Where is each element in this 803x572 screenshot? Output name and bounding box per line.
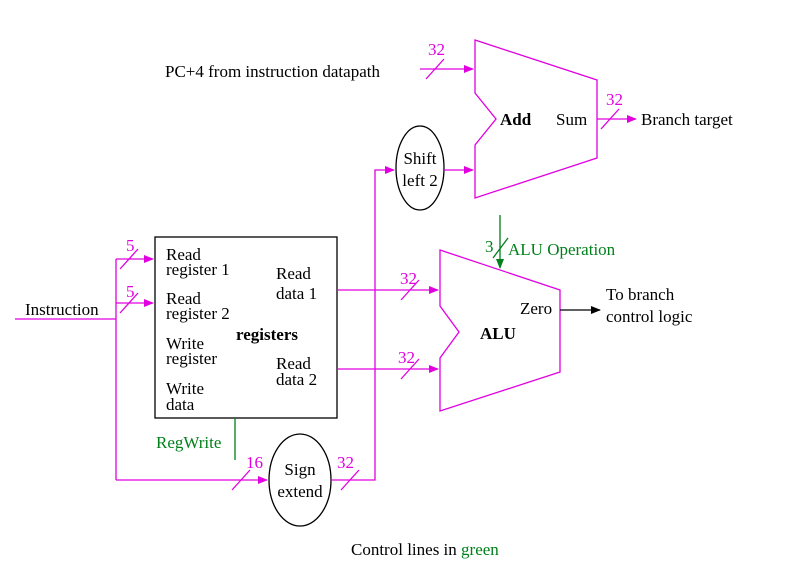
adder-sum-label: Sum <box>556 110 587 129</box>
write-data-label-2: data <box>166 395 195 414</box>
sign-extend-label-line1: Sign <box>284 460 316 479</box>
regwrite-label: RegWrite <box>156 433 221 452</box>
alu-operation-width: 3 <box>485 237 494 256</box>
read-data-2-bus-slash <box>400 358 420 380</box>
read-data-2-label: Read <box>276 354 311 373</box>
alu-unit <box>439 249 561 412</box>
read-data-1-bus-width: 32 <box>400 269 417 288</box>
control-lines-caption: Control lines in green <box>351 540 499 559</box>
adder-unit <box>474 39 598 199</box>
shift-left-2-unit <box>395 125 445 211</box>
sign-extend-output-wire <box>331 166 395 481</box>
read-register-2-bus-slash <box>119 292 139 314</box>
caption-prefix: Control lines in <box>351 540 461 559</box>
instruction-label: Instruction <box>25 300 99 319</box>
write-register-label-2: register <box>166 349 217 368</box>
sum-bus-slash <box>600 108 620 130</box>
read-register-1-bus-width: 5 <box>126 236 135 255</box>
registers-label: registers <box>236 325 298 344</box>
read-data-2-bus-width: 32 <box>398 348 415 367</box>
write-data-label: Write <box>166 379 204 398</box>
pc4-bus-slash <box>425 58 445 80</box>
read-register-1-label: Read <box>166 245 201 264</box>
shift-label-line1: Shift <box>403 149 436 168</box>
read-data-1-label-2: data 1 <box>276 284 317 303</box>
read-register-2-bus-width: 5 <box>126 282 135 301</box>
to-branch-label-line2: control logic <box>606 307 693 326</box>
alu-operation-label: ALU Operation <box>508 240 616 259</box>
sign-extend-in-bus-slash <box>231 469 251 491</box>
branch-target-label: Branch target <box>641 110 733 129</box>
pc4-bus-width: 32 <box>428 40 445 59</box>
alu-label: ALU <box>480 324 516 343</box>
to-branch-label-line1: To branch <box>606 285 675 304</box>
sign-extend-unit <box>268 433 332 527</box>
alu-zero-label: Zero <box>520 299 552 318</box>
sign-extend-label-line2: extend <box>277 482 323 501</box>
sign-extend-out-bus-slash <box>340 469 360 491</box>
register-file <box>154 236 338 419</box>
adder-label: Add <box>500 110 532 129</box>
read-register-2-label: Read <box>166 289 201 308</box>
read-data-2-label-2: data 2 <box>276 370 317 389</box>
caption-green: green <box>461 540 499 559</box>
sign-extend-in-bus-width: 16 <box>246 453 263 472</box>
read-register-1-bus-slash <box>119 248 139 270</box>
pc4-label: PC+4 from instruction datapath <box>165 62 380 81</box>
write-register-label: Write <box>166 334 204 353</box>
sum-bus-width: 32 <box>606 90 623 109</box>
read-data-1-label: Read <box>276 264 311 283</box>
read-register-2-label-2: register 2 <box>166 304 230 323</box>
alu-operation-bus-slash <box>492 237 509 259</box>
read-register-1-label-2: register 1 <box>166 260 230 279</box>
read-data-1-bus-slash <box>400 279 420 301</box>
shift-label-line2: left 2 <box>402 171 437 190</box>
sign-extend-out-bus-width: 32 <box>337 453 354 472</box>
